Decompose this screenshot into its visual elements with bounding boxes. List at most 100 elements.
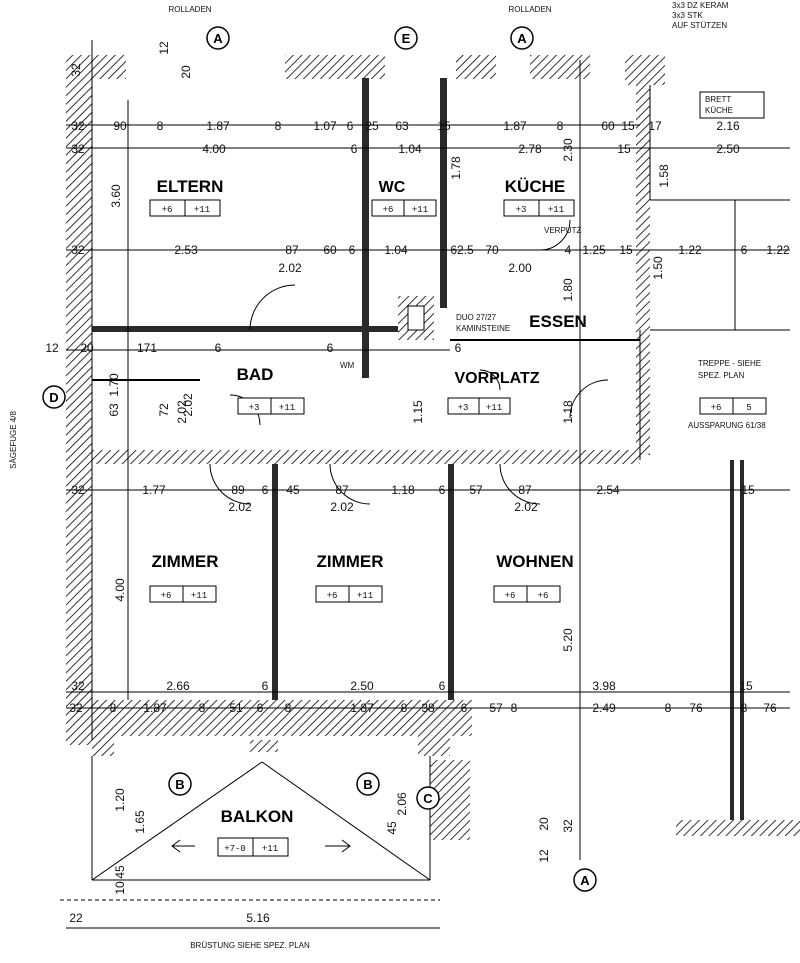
room-label-eltern: ELTERN <box>157 177 224 196</box>
dimension-label: 4.00 <box>202 142 226 156</box>
dimension-label: 2.02 <box>278 261 302 275</box>
dimension-label: 6 <box>439 679 446 693</box>
room-level-tags: +6 +11 +6 +11 +3 +11 +3 +11 +3 +11 +6 +1… <box>149 199 767 857</box>
svg-text:+3: +3 <box>516 205 527 215</box>
dimension-label-vertical: 10 <box>113 881 127 895</box>
svg-text:+6: +6 <box>327 591 338 601</box>
axis-b-left: B <box>168 772 192 796</box>
note-rolladen-left: ROLLADEN <box>168 5 211 14</box>
svg-text:C: C <box>423 791 433 806</box>
dimension-label: 32 <box>71 119 85 133</box>
pillar-right <box>418 736 450 756</box>
tag-kueche: +3 +11 <box>503 199 575 217</box>
dimension-label-vertical: 1.15 <box>411 400 425 424</box>
wall-wc-right <box>440 78 447 308</box>
dimension-label: 38 <box>421 701 435 715</box>
wall-right-1 <box>730 460 734 820</box>
room-label-bad: BAD <box>237 365 274 384</box>
dimension-label-vertical: 20 <box>537 817 551 831</box>
axis-c: C <box>416 786 440 810</box>
wall-top-mid <box>285 55 385 79</box>
note-treppe-1: TREPPE - SIEHE <box>698 359 761 368</box>
pillar-left <box>92 736 114 756</box>
dimension-label: 15 <box>617 142 631 156</box>
dimension-label-vertical: 5.20 <box>561 628 575 652</box>
dimension-label-vertical: 1.80 <box>561 278 575 302</box>
dimension-label-vertical: 72 <box>157 403 171 417</box>
wall-right-2 <box>740 460 744 820</box>
dimension-label: 15 <box>739 679 753 693</box>
svg-text:A: A <box>517 31 527 46</box>
dimension-label-vertical: 12 <box>157 41 171 55</box>
dimension-label-vertical: 1.58 <box>657 164 671 188</box>
dimension-label: 8 <box>401 701 408 715</box>
svg-text:+7-0: +7-0 <box>224 844 246 854</box>
dimension-label: 17 <box>648 119 662 133</box>
room-labels: ELTERN WC KÜCHE ESSEN BAD VORPLATZ ZIMME… <box>151 177 586 826</box>
dimension-label: 32 <box>71 142 85 156</box>
dimension-label: 32 <box>71 243 85 257</box>
tag-zimmer-1: +6 +11 <box>149 585 217 603</box>
tag-wohnen: +6 +6 <box>493 585 561 603</box>
svg-text:+6: +6 <box>383 205 394 215</box>
svg-text:5: 5 <box>746 403 751 413</box>
svg-text:+11: +11 <box>279 403 295 413</box>
wall-zimmer-wohnen <box>448 464 454 700</box>
dimension-label: 6 <box>262 483 269 497</box>
dimension-label: 15 <box>741 483 755 497</box>
svg-text:+6: +6 <box>711 403 722 413</box>
svg-text:E: E <box>402 31 411 46</box>
room-label-vorplatz: VORPLATZ <box>454 370 539 387</box>
dimension-label: 6 <box>455 341 462 355</box>
svg-text:+3: +3 <box>458 403 469 413</box>
note-side: SÄGEFUGE 4/8 <box>9 411 18 469</box>
dimension-label-vertical: 45 <box>113 865 127 879</box>
dimension-label: 1.87 <box>143 701 167 715</box>
dimension-label-vertical: 12 <box>537 849 551 863</box>
dimension-label: 20 <box>80 341 94 355</box>
svg-text:+11: +11 <box>191 591 207 601</box>
dimension-label: 2.66 <box>166 679 190 693</box>
dimension-label: 6 <box>461 701 468 715</box>
note-top-right-1: 3x3 DZ KERAM <box>672 1 729 10</box>
dimension-label: 6 <box>257 701 264 715</box>
dimension-label-vertical: 2.06 <box>395 792 409 816</box>
wall-top-mid2 <box>456 55 496 79</box>
dimension-label: 8 <box>275 119 282 133</box>
axis-a-bottom: A <box>573 868 597 892</box>
dimension-label: 5.16 <box>246 911 270 925</box>
dimension-label: 8 <box>285 701 292 715</box>
dimension-label: 1.87 <box>503 119 527 133</box>
dimension-label: 1.87 <box>350 701 374 715</box>
dimension-label-vertical: 63 <box>107 403 121 417</box>
note-kamin-2: KAMINSTEINE <box>456 324 510 333</box>
dimension-label: 87 <box>285 243 299 257</box>
svg-text:D: D <box>49 390 58 405</box>
dimension-label: 22 <box>69 911 83 925</box>
dimension-label: 1.22 <box>766 243 790 257</box>
dimension-label-vertical: 4.00 <box>113 578 127 602</box>
wall-zimmer-zimmer <box>272 464 278 700</box>
note-wm: WM <box>340 361 355 370</box>
dimension-label: 12 <box>45 341 59 355</box>
dimension-label: 76 <box>763 701 777 715</box>
dimension-label: 2.53 <box>174 243 198 257</box>
svg-text:+6: +6 <box>162 205 173 215</box>
dimension-label: 32 <box>69 701 83 715</box>
note-treppe-2: SPEZ. PLAN <box>698 371 744 380</box>
wall-main-horizontal <box>92 450 640 464</box>
dimension-label: 6 <box>215 341 222 355</box>
dimension-label: 6 <box>439 483 446 497</box>
room-label-wc: WC <box>379 179 406 196</box>
dimension-label: 1.18 <box>391 483 415 497</box>
axis-a-top-left: A <box>206 26 230 50</box>
dimension-label-vertical: 1.78 <box>449 156 463 180</box>
room-label-kueche: KÜCHE <box>505 177 565 196</box>
svg-text:+6: +6 <box>505 591 516 601</box>
tag-balkon: +7-0 +11 <box>217 837 289 857</box>
note-verputz: VERPUTZ <box>544 226 581 235</box>
dimension-lines <box>60 40 790 929</box>
svg-text:+11: +11 <box>357 591 373 601</box>
dimension-label: 25 <box>365 119 379 133</box>
note-bruestung: BRÜSTUNG SIEHE SPEZ. PLAN <box>190 941 310 950</box>
